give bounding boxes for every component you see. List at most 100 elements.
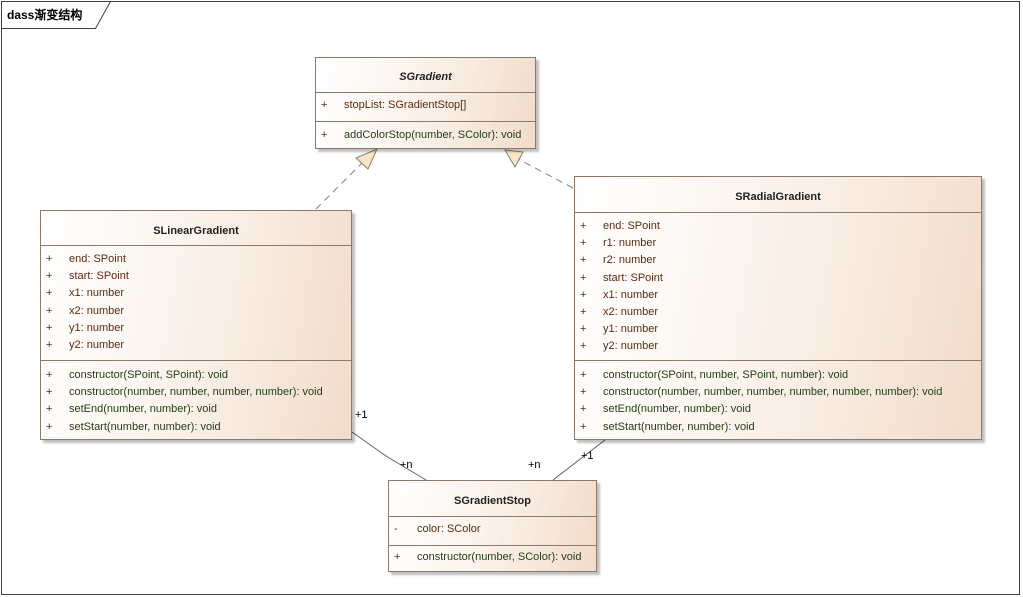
- attribute-row[interactable]: + x1: number: [575, 287, 981, 304]
- operation-text: constructor(SPoint, SPoint): void: [69, 369, 228, 381]
- visibility-marker: +: [46, 321, 53, 334]
- attribute-text: end: SPoint: [603, 220, 660, 232]
- attribute-text: r2: number: [603, 254, 657, 267]
- operation-row[interactable]: + constructor(SPoint, number, SPoint, num…: [575, 367, 981, 384]
- diagram-title: dass渐变结构: [7, 8, 83, 22]
- attribute-text: x1: number: [69, 287, 125, 300]
- attribute-row[interactable]: + x1: number: [41, 285, 351, 302]
- operation-text: setStart(number, number): void: [603, 420, 755, 433]
- attribute-compartment: + stopList: SGradientStop[]: [316, 93, 535, 122]
- operation-row[interactable]: + constructor(number, number, number, num…: [575, 384, 981, 401]
- visibility-marker: +: [580, 323, 587, 336]
- multiplicity-label: +1: [581, 450, 594, 462]
- attribute-text: y2: number: [603, 340, 659, 353]
- class-name: SGradientStop: [389, 481, 596, 517]
- attribute-row[interactable]: + start: SPoint: [575, 270, 981, 287]
- operation-text: constructor(SPoint, number, SPoint, numb…: [603, 369, 849, 381]
- visibility-marker: +: [46, 253, 53, 265]
- multiplicity-label: +1: [355, 409, 368, 421]
- generalization-linear[interactable]: [315, 148, 378, 210]
- operation-compartment: +addColorStop(number, SColor): void: [316, 122, 535, 144]
- attribute-row[interactable]: + end: SPoint: [41, 251, 351, 268]
- attribute-text: r1: number: [603, 237, 657, 250]
- attribute-text: end: SPoint: [69, 253, 126, 265]
- operation-compartment: + constructor(SPoint, SPoint): void + const…: [41, 361, 351, 436]
- visibility-marker: +: [46, 403, 53, 416]
- visibility-marker: +: [394, 551, 401, 563]
- visibility-marker: +: [46, 338, 53, 351]
- attribute-text: y1: number: [69, 321, 125, 334]
- attribute-row[interactable]: + y1: number: [41, 320, 351, 337]
- visibility-marker: +: [580, 340, 587, 353]
- visibility-marker: +: [580, 386, 587, 399]
- visibility-marker: +: [580, 237, 587, 250]
- attribute-row[interactable]: +x2: number: [575, 304, 981, 321]
- class-name: SGradient: [316, 58, 535, 93]
- frame-tab: [1, 1, 111, 29]
- class-name: SLinearGradient: [41, 211, 351, 246]
- visibility-marker: +: [46, 304, 53, 317]
- attribute-text: y1: number: [603, 323, 659, 336]
- attribute-compartment: + end: SPoint + r1: number + r2: number + start…: [575, 213, 981, 361]
- association-linear-stop[interactable]: [351, 431, 427, 481]
- operation-text: setEnd(number, number): void: [603, 403, 751, 416]
- attribute-row[interactable]: + y2: number: [41, 337, 351, 354]
- visibility-marker: +: [46, 386, 53, 399]
- multiplicity-label: +n: [528, 459, 541, 471]
- visibility-marker: +: [580, 220, 587, 232]
- attribute-text: start: SPoint: [69, 270, 129, 283]
- association-radial-stop[interactable]: [552, 439, 606, 481]
- attribute-compartment: -color: SColor: [389, 517, 596, 546]
- attribute-row[interactable]: + r2: number: [575, 252, 981, 269]
- visibility-marker: +: [580, 254, 587, 267]
- operation-compartment: + constructor(SPoint, number, SPoint, num…: [575, 361, 981, 436]
- attribute-text: start: SPoint: [603, 271, 663, 284]
- attribute-row[interactable]: + y2: number: [575, 338, 981, 355]
- multiplicity-label: +n: [400, 459, 413, 471]
- operation-row[interactable]: +addColorStop(number, SColor): void: [316, 127, 535, 144]
- attribute-row[interactable]: + y1: number: [575, 321, 981, 338]
- attribute-row[interactable]: + stopList: SGradientStop[]: [316, 97, 535, 114]
- operation-row[interactable]: +setStart(number, number): void: [575, 419, 981, 436]
- attribute-row[interactable]: + x2: number: [41, 303, 351, 320]
- operation-row[interactable]: + constructor(SPoint, SPoint): void: [41, 367, 351, 384]
- attribute-text: stopList: SGradientStop[]: [344, 99, 467, 111]
- attribute-row[interactable]: + end: SPoint: [575, 218, 981, 235]
- class-sgradient[interactable]: SGradient + stopList: SGradientStop[] +ad…: [315, 57, 536, 149]
- visibility-marker: +: [580, 271, 587, 284]
- attribute-row[interactable]: +start: SPoint: [41, 268, 351, 285]
- operation-row[interactable]: + constructor(number, SColor): void: [389, 549, 596, 566]
- visibility-marker: +: [46, 287, 53, 300]
- operation-compartment: + constructor(number, SColor): void: [389, 546, 596, 566]
- operation-text: constructor(number, SColor): void: [417, 551, 582, 563]
- visibility-marker: +: [321, 99, 328, 111]
- class-slinear-gradient[interactable]: SLinearGradient +end: SPoint+start: SPoi…: [40, 210, 352, 440]
- visibility-marker: +: [580, 288, 587, 301]
- visibility-marker: +: [580, 369, 587, 381]
- visibility-marker: +: [46, 369, 53, 381]
- operation-row[interactable]: + setEnd(number, number): void: [575, 401, 981, 418]
- operation-text: constructor(number, number, number, numb…: [603, 386, 943, 399]
- operation-row[interactable]: + setStart(number, number): void: [41, 419, 351, 436]
- visibility-marker: +: [46, 420, 53, 433]
- visibility-marker: +: [580, 305, 587, 318]
- attribute-row[interactable]: + r1: number: [575, 235, 981, 252]
- attribute-row[interactable]: -color: SColor: [389, 521, 596, 538]
- visibility-marker: +: [580, 403, 587, 416]
- operation-text: constructor(number, number, number, numb…: [69, 386, 323, 399]
- class-sradial-gradient[interactable]: SRadialGradient +end: SPoint+r1: number+…: [574, 176, 982, 440]
- attribute-text: x2: number: [69, 304, 125, 317]
- operation-row[interactable]: + constructor(number, number, number, num…: [41, 384, 351, 401]
- attribute-text: color: SColor: [417, 523, 481, 535]
- generalization-arrowhead: [355, 148, 378, 170]
- operation-row[interactable]: +setEnd(number, number): void: [41, 401, 351, 418]
- attribute-text: x1: number: [603, 288, 659, 301]
- operation-text: setStart(number, number): void: [69, 420, 221, 433]
- class-name: SRadialGradient: [575, 177, 981, 213]
- visibility-marker: +: [321, 129, 328, 141]
- generalization-radial[interactable]: [504, 149, 574, 189]
- class-sgradient-stop[interactable]: SGradientStop -color: SColor + constructo…: [388, 480, 597, 572]
- attribute-text: y2: number: [69, 338, 125, 351]
